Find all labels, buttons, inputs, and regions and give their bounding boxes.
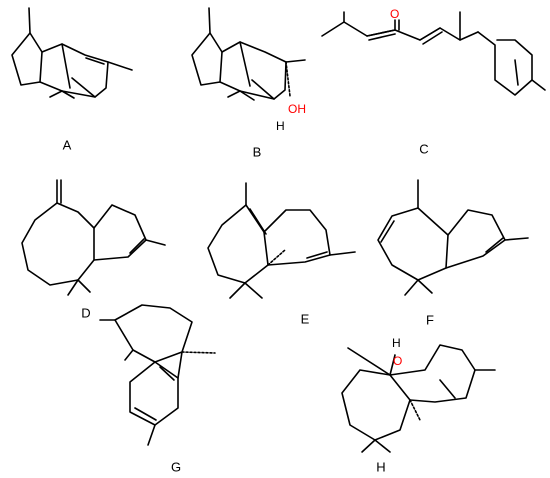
- label-e: E: [300, 311, 310, 327]
- structure-h: [341, 344, 496, 453]
- label-b: B: [252, 144, 262, 160]
- h-hydroxyl-h-atom: H: [392, 336, 401, 350]
- label-h: H: [376, 459, 386, 475]
- b-hydroxyl-h-atom: H: [276, 119, 285, 133]
- structure-c: [321, 11, 546, 96]
- label-g: G: [170, 459, 182, 475]
- structure-g: [99, 304, 216, 446]
- label-a: A: [62, 137, 72, 153]
- structure-b: [191, 7, 306, 101]
- label-f: F: [426, 312, 434, 328]
- structure-d: [21, 179, 166, 296]
- label-c: C: [419, 141, 429, 157]
- c-ketone-oxygen-atom: O: [390, 7, 399, 21]
- structure-a: [11, 7, 133, 99]
- label-d: D: [81, 305, 91, 321]
- structure-e: [207, 182, 356, 299]
- h-hydroxyl-oxygen-atom: O: [393, 354, 402, 368]
- b-hydroxyl-atom: OH: [288, 102, 306, 116]
- structure-f: [377, 179, 529, 296]
